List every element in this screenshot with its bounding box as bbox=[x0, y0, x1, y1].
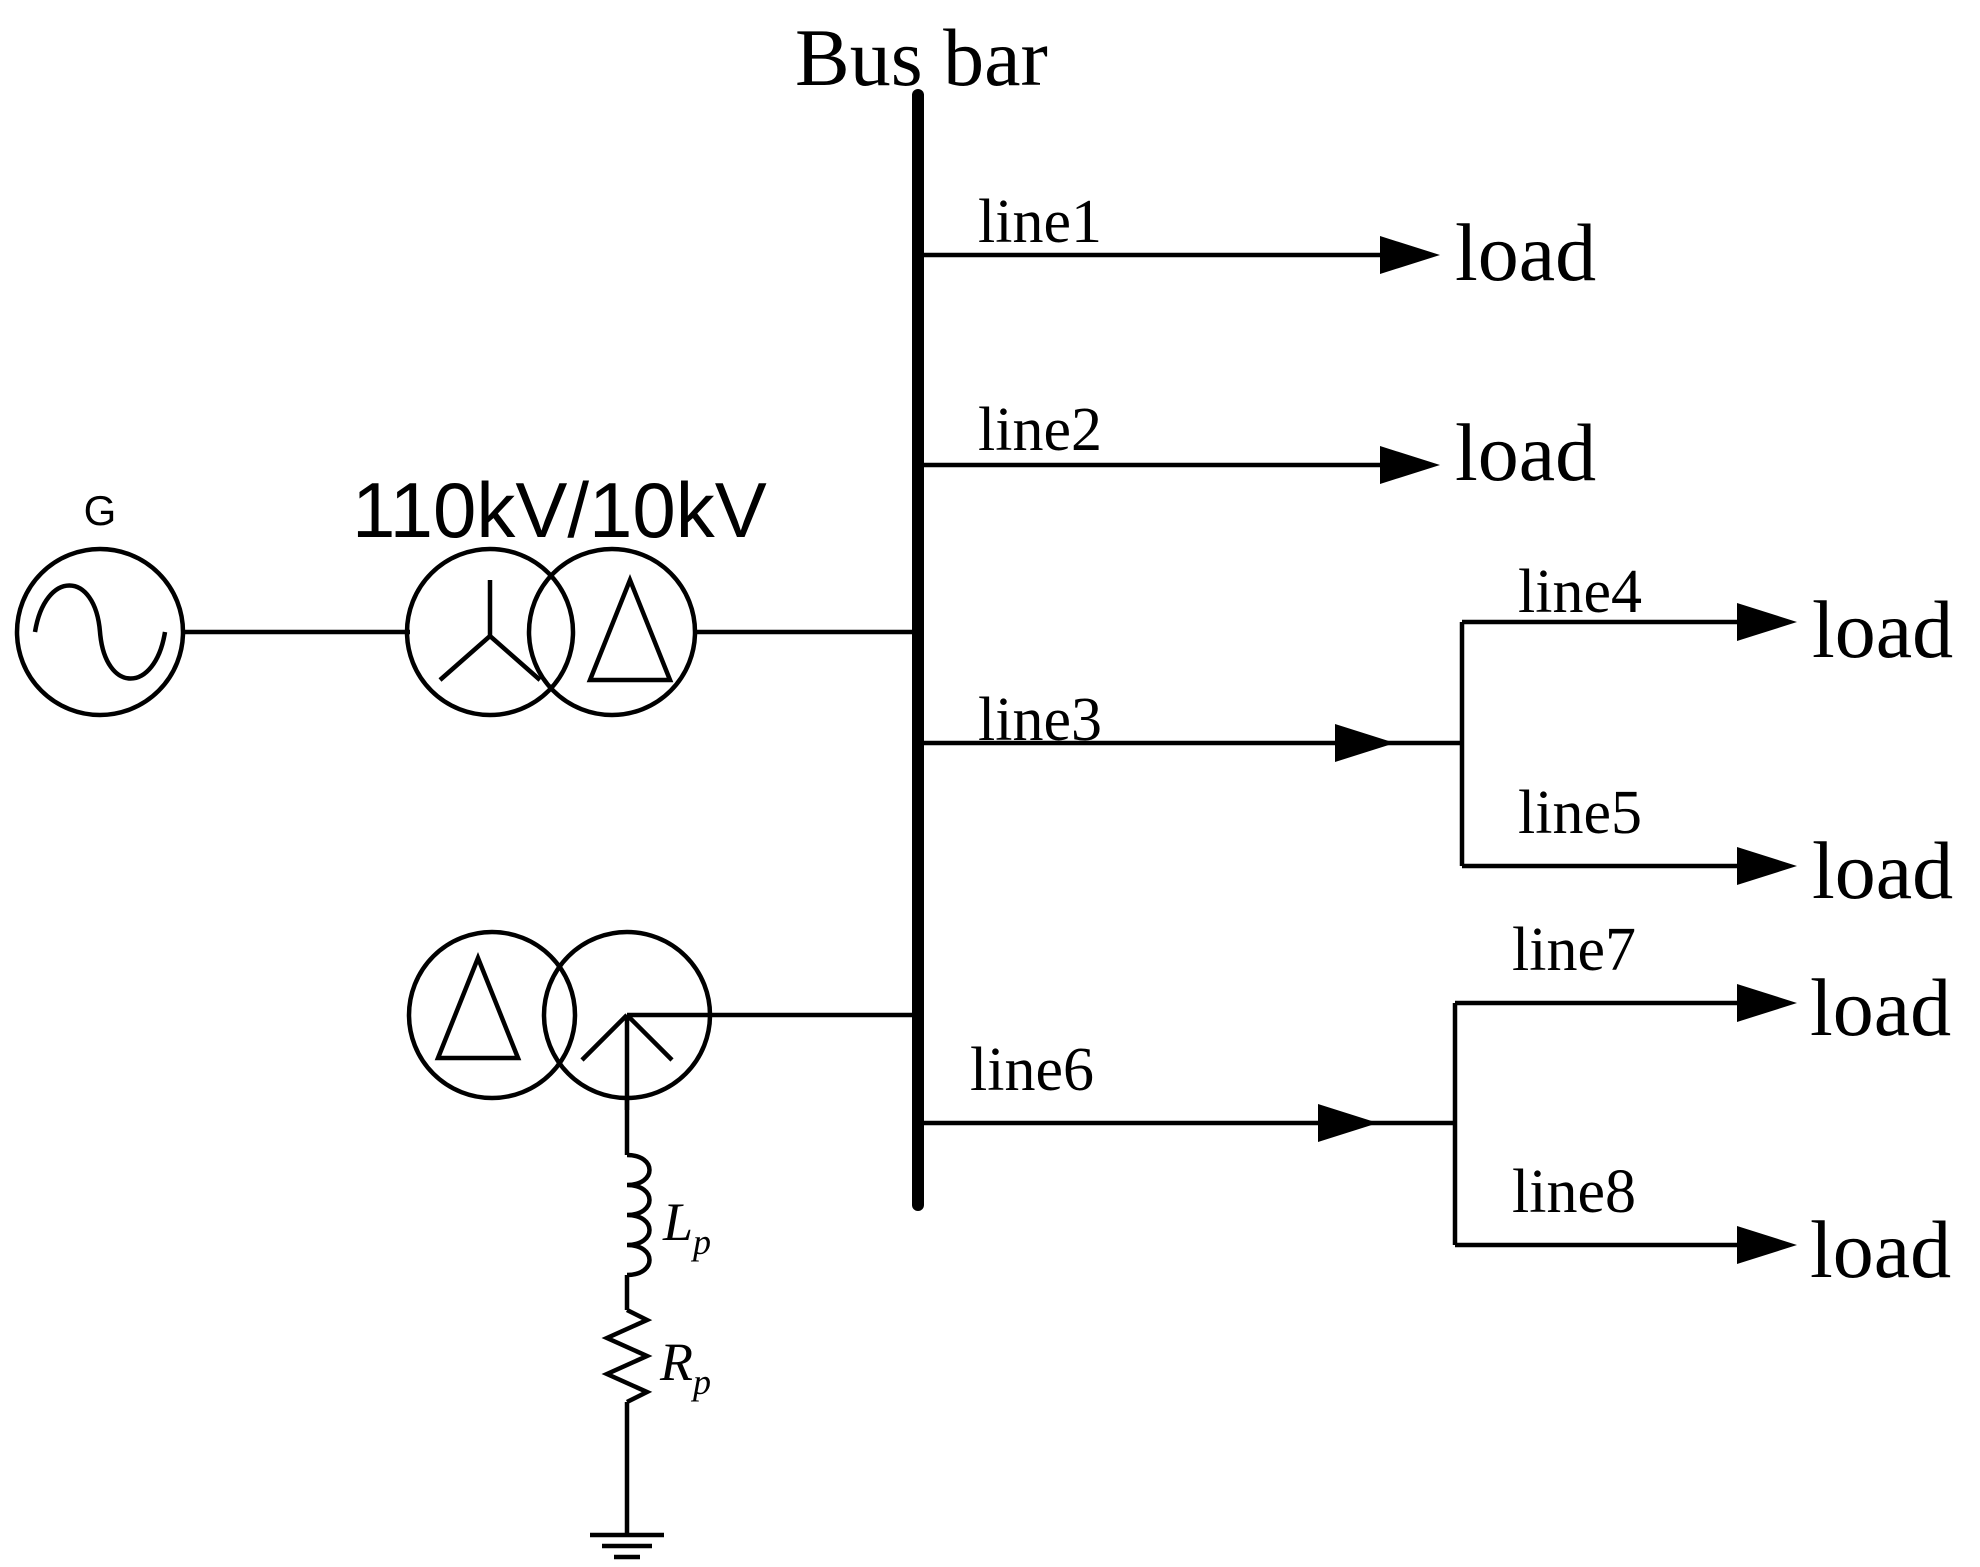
wye-icon bbox=[580, 1013, 674, 1110]
transformer-primary-winding bbox=[404, 546, 576, 718]
arrow-icon bbox=[1737, 603, 1797, 641]
generator-label: G bbox=[84, 487, 117, 534]
feeder-line4: line4 load bbox=[1462, 558, 1953, 675]
resistor-icon bbox=[601, 1307, 653, 1405]
transformer-secondary-winding bbox=[526, 546, 698, 718]
generator: G bbox=[14, 487, 186, 718]
load-label: load bbox=[1455, 207, 1596, 298]
arrow-icon bbox=[1318, 1104, 1378, 1142]
line6-label: line6 bbox=[970, 1036, 1094, 1104]
arrow-icon bbox=[1737, 847, 1797, 885]
delta-icon bbox=[434, 951, 522, 1061]
sine-wave-icon bbox=[32, 583, 168, 681]
delta-icon bbox=[586, 573, 674, 683]
feeder-line8: line8 load bbox=[1455, 1158, 1951, 1295]
main-transformer: 110kV/10kV bbox=[352, 466, 767, 718]
feeder-line1: line1 load bbox=[918, 188, 1596, 298]
grounding-transformer-delta-winding bbox=[406, 929, 578, 1101]
line4-label: line4 bbox=[1518, 558, 1642, 626]
feeder-line3: line3 bbox=[918, 622, 1465, 866]
load-label: load bbox=[1812, 584, 1953, 675]
arrow-icon bbox=[1380, 446, 1440, 484]
line1-label: line1 bbox=[978, 188, 1102, 256]
bus-bar-label: Bus bar bbox=[795, 12, 1048, 103]
line2-label: line2 bbox=[978, 396, 1102, 464]
feeder-line6: line6 bbox=[918, 1003, 1458, 1245]
neutral-grounding-branch: Lp Rp bbox=[590, 1098, 711, 1560]
resistor-label: Rp bbox=[659, 1332, 711, 1402]
line5-label: line5 bbox=[1518, 779, 1642, 847]
feeder-line2: line2 load bbox=[918, 396, 1596, 498]
arrow-icon bbox=[1380, 236, 1440, 274]
inductor-label: Lp bbox=[662, 1192, 711, 1262]
feeder-line7: line7 load bbox=[1455, 916, 1951, 1053]
arrow-icon bbox=[1737, 984, 1797, 1022]
wye-icon bbox=[438, 580, 542, 682]
transformer-rating-label: 110kV/10kV bbox=[352, 466, 767, 554]
load-label: load bbox=[1812, 825, 1953, 916]
inductor-icon bbox=[626, 1152, 652, 1278]
grounding-transformer bbox=[406, 929, 713, 1110]
load-label: load bbox=[1455, 407, 1596, 498]
line3-label: line3 bbox=[978, 686, 1102, 754]
arrow-icon bbox=[1737, 1226, 1797, 1264]
feeder-line5: line5 load bbox=[1462, 779, 1953, 916]
arrow-icon bbox=[1335, 724, 1395, 762]
load-label: load bbox=[1810, 1204, 1951, 1295]
load-label: load bbox=[1810, 962, 1951, 1053]
line8-label: line8 bbox=[1512, 1158, 1636, 1226]
line7-label: line7 bbox=[1512, 916, 1636, 984]
